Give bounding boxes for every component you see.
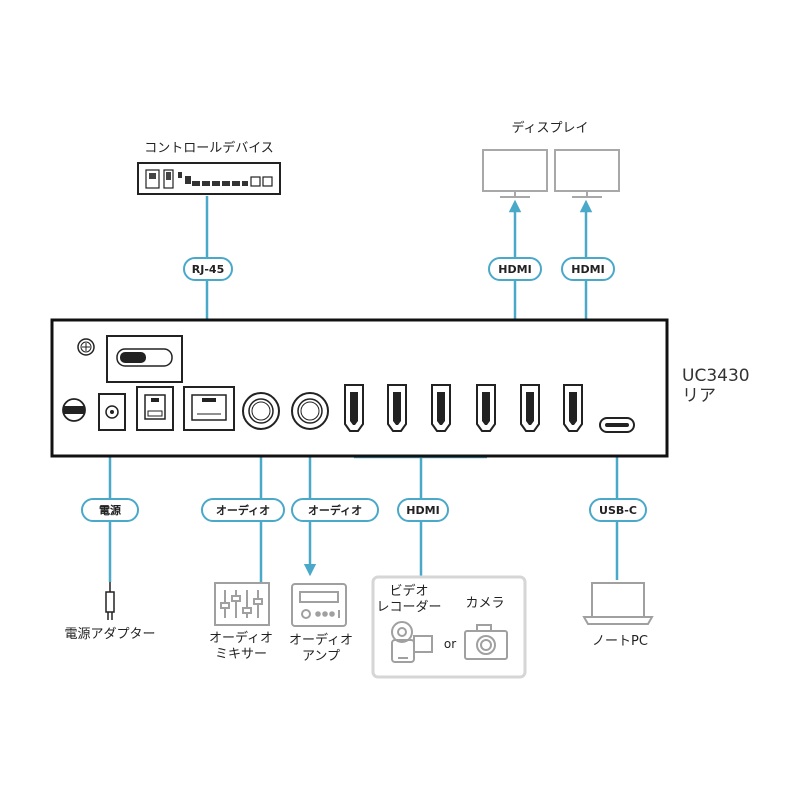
or-label: or — [443, 637, 457, 651]
power-adapter-label: 電源アダプター — [64, 627, 156, 642]
hdmi-port-2 — [387, 384, 407, 432]
audio-amp-icon — [291, 583, 347, 627]
audio-mixer-label-line-2: ミキサー — [214, 647, 267, 662]
cable-hdmi-display-2-pill: HDMI — [561, 257, 615, 281]
display-2-icon — [554, 149, 620, 198]
hdmi-port-3 — [431, 384, 451, 432]
audio-mixer-icon — [214, 582, 270, 626]
power-adapter-icon — [105, 582, 115, 620]
video-recorder-icon — [391, 621, 433, 663]
device-side: リア — [682, 386, 716, 406]
audio-amp-label-line-1: オーディオ — [288, 633, 354, 648]
hdmi-port-5 — [520, 384, 540, 432]
device-model: UC3430 — [682, 366, 750, 386]
cable-audio-out-pill: オーディオ — [291, 498, 379, 522]
audio-amp-label-line-2: アンプ — [301, 649, 341, 664]
cable-audio-in-pill: オーディオ — [201, 498, 285, 522]
laptop-icon — [582, 582, 654, 625]
ground-screw-icon — [77, 338, 95, 356]
cable-usbc-pill: USB-C — [589, 498, 647, 522]
control-device-label: コントロールデバイス — [144, 141, 274, 156]
usbc-port — [599, 417, 635, 433]
video-recorder-label-line-1: ビデオ — [389, 584, 429, 599]
camera-icon — [464, 624, 508, 660]
hdmi-port-6 — [563, 384, 583, 432]
control-device-icon — [137, 162, 281, 195]
audio-amp-label: オーディオ アンプ — [276, 633, 366, 665]
audio-out-port — [291, 392, 329, 430]
device-model-label: UC3430 リア — [682, 366, 750, 406]
audio-in-port — [242, 392, 280, 430]
hdmi-port-4 — [476, 384, 496, 432]
dc-power-port — [98, 393, 126, 431]
video-recorder-label-line-2: レコーダー — [376, 600, 442, 615]
cable-hdmi-display-1-pill: HDMI — [488, 257, 542, 281]
camera-label: カメラ — [465, 596, 505, 611]
laptop-label: ノートPC — [592, 634, 648, 649]
display-1-icon — [482, 149, 548, 198]
source-group-box — [371, 575, 527, 679]
uc3430-rear-panel — [50, 318, 669, 458]
cable-hdmi-inputs-pill: HDMI — [397, 498, 449, 522]
cable-rj45-pill: RJ-45 — [183, 257, 233, 281]
audio-mixer-label-line-1: オーディオ — [208, 631, 274, 646]
video-recorder-label: ビデオ レコーダー — [374, 584, 444, 616]
displays-label: ディスプレイ — [511, 121, 589, 136]
hdmi-port-1 — [344, 384, 364, 432]
cable-power-pill: 電源 — [81, 498, 139, 522]
serial-port — [136, 386, 174, 431]
audio-mixer-label: オーディオ ミキサー — [196, 631, 286, 663]
